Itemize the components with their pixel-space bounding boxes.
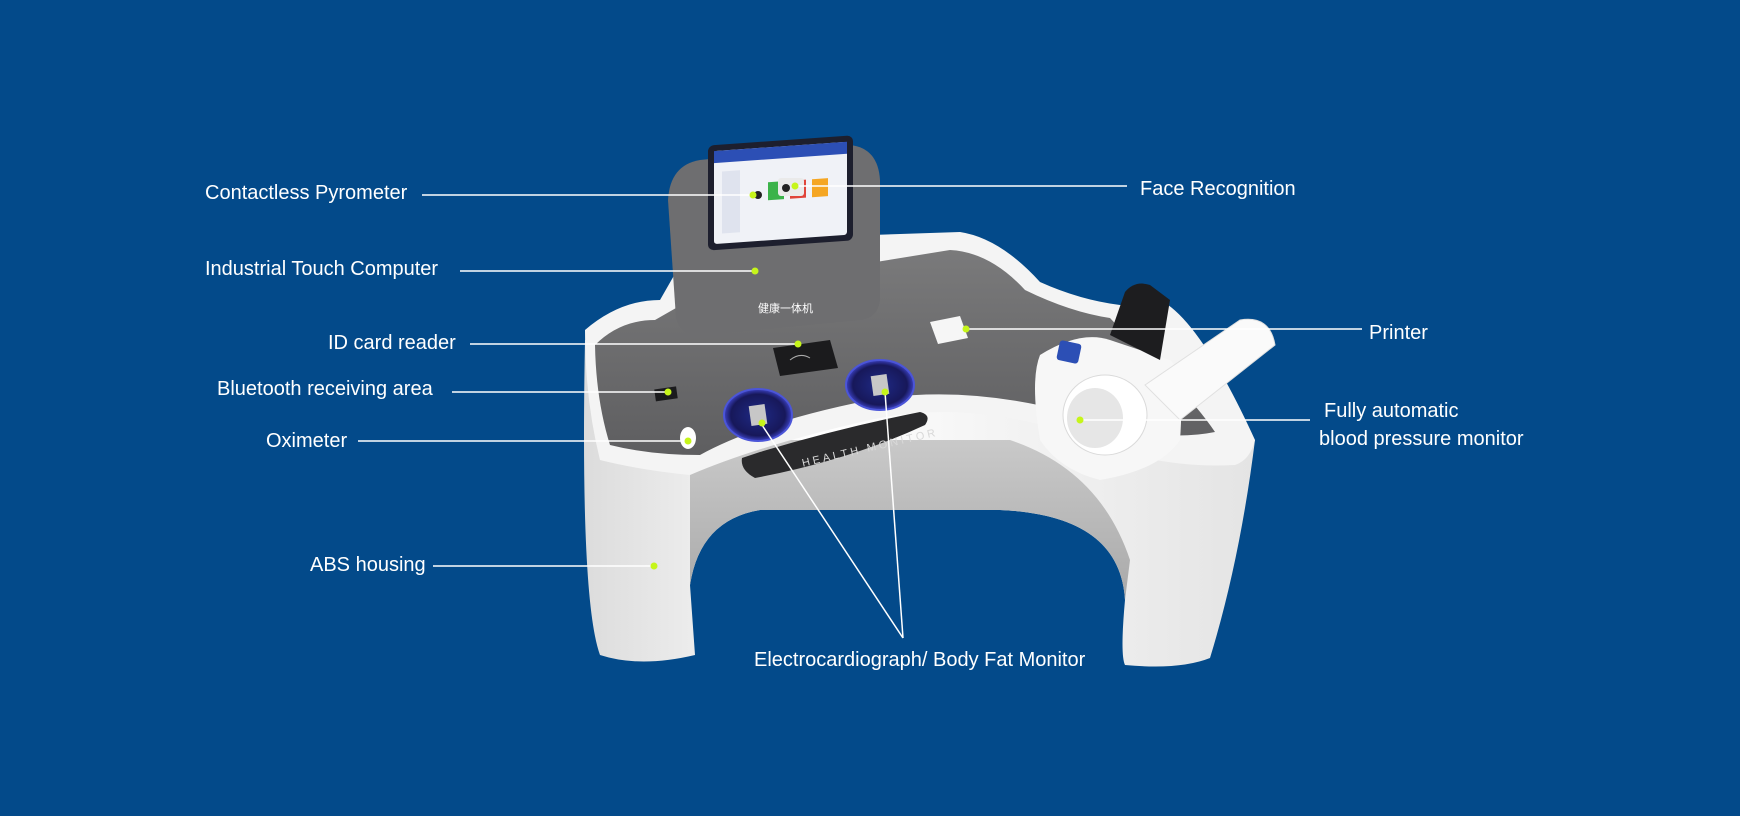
marker-bp: [1076, 416, 1084, 424]
label-abs-housing: ABS housing: [310, 554, 426, 576]
leader-line-ecg-right: [884, 391, 904, 639]
label-industrial-touch-computer: Industrial Touch Computer: [205, 258, 439, 280]
health-monitor-slot: [741, 412, 928, 478]
label-blood-pressure-line2: blood pressure monitor: [1319, 428, 1524, 450]
marker-abs: [650, 562, 658, 570]
screen-title-text: 健康一体机: [758, 301, 813, 315]
marker-ecg-left: [758, 419, 766, 427]
marker-pyrometer: [749, 191, 757, 199]
pyrometer-sensor: [754, 191, 762, 199]
screen-tower: 健康一体机: [668, 135, 880, 335]
marker-ecg-right: [881, 388, 889, 396]
blood-pressure-monitor: [1035, 283, 1276, 480]
id-card-reader: [773, 340, 838, 376]
leader-lines: [358, 185, 1362, 639]
label-oximeter: Oximeter: [266, 430, 348, 452]
marker-dots: [650, 182, 1084, 570]
label-printer: Printer: [1369, 322, 1428, 344]
marker-touch-computer: [751, 267, 759, 275]
printer-slot: [930, 316, 968, 344]
marker-bluetooth: [664, 388, 672, 396]
marker-id-card: [794, 340, 802, 348]
electrode-pads: [723, 359, 915, 442]
camera-module: [778, 178, 804, 196]
label-bluetooth-receiving-area: Bluetooth receiving area: [217, 378, 433, 400]
label-ecg-body-fat-monitor: Electrocardiograph/ Body Fat Monitor: [754, 649, 1086, 671]
label-contactless-pyrometer: Contactless Pyrometer: [205, 182, 408, 204]
marker-printer: [962, 325, 970, 333]
label-id-card-reader: ID card reader: [328, 332, 456, 354]
label-face-recognition: Face Recognition: [1140, 178, 1296, 200]
label-blood-pressure-line1: Fully automatic: [1324, 400, 1459, 422]
marker-oximeter: [684, 437, 692, 445]
marker-face: [791, 182, 799, 190]
leader-line-ecg-left: [761, 424, 904, 639]
